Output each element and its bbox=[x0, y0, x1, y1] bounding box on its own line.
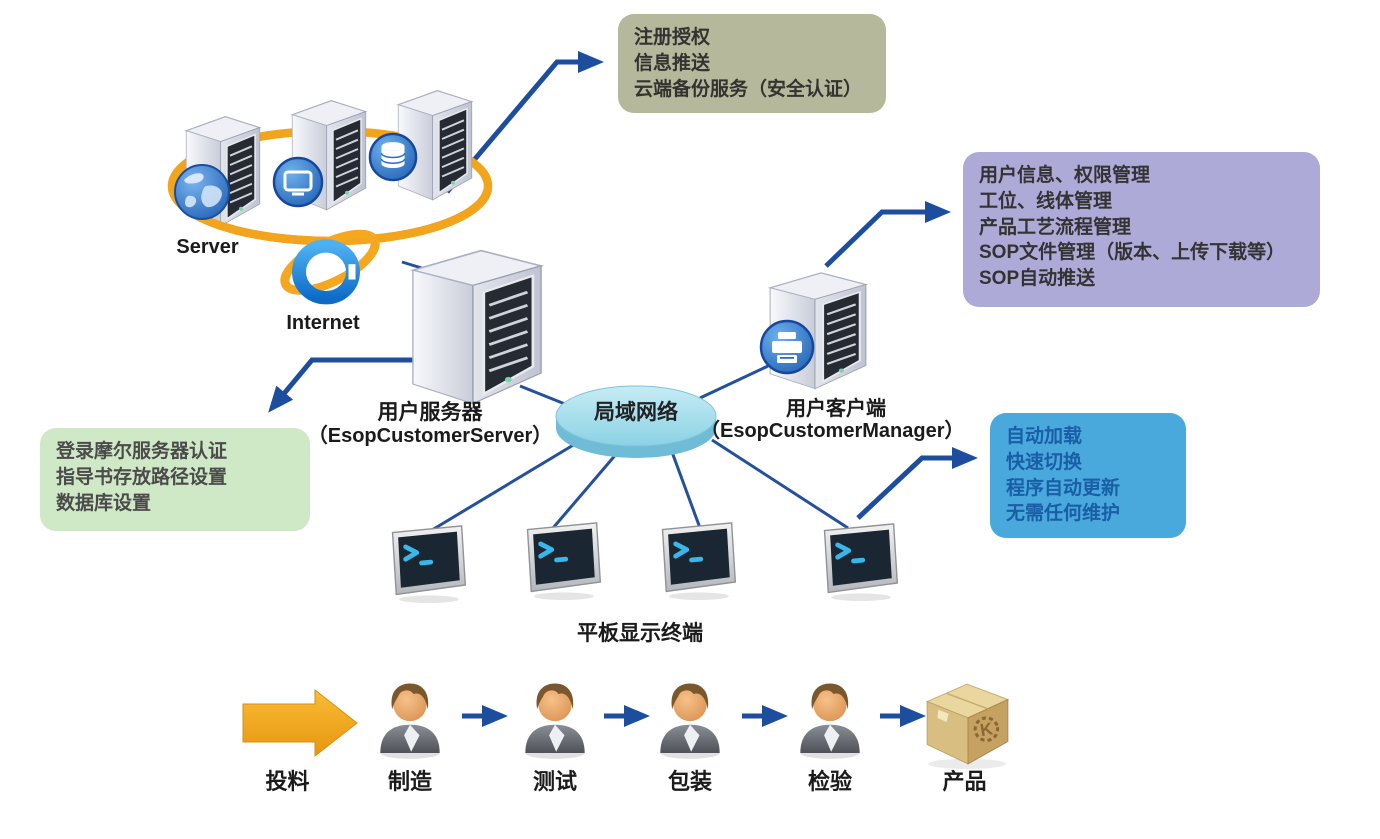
package-icon bbox=[925, 682, 1010, 770]
flow-step-label: 制造 bbox=[387, 769, 432, 794]
callout-server-settings: 登录摩尔服务器认证 指导书存放路径设置 数据库设置 bbox=[40, 428, 310, 531]
terminal-monitor-icon bbox=[386, 524, 470, 604]
user-client-subtitle: （EsopCustomerManager） bbox=[700, 420, 965, 442]
feed-arrow-icon bbox=[242, 688, 358, 758]
lan-label: 局域网络 bbox=[594, 401, 678, 424]
main-arrows bbox=[268, 51, 978, 520]
callout-line: 登录摩尔服务器认证 bbox=[56, 441, 228, 462]
callout-line: 注册授权 bbox=[634, 27, 711, 48]
worker-icon bbox=[380, 683, 440, 759]
callout-line: 信息推送 bbox=[634, 52, 711, 74]
user-server-subtitle: （EsopCustomerServer） bbox=[307, 425, 553, 447]
user-server-title: 用户服务器 bbox=[377, 401, 483, 424]
callout-line: 无需任何维护 bbox=[1006, 503, 1121, 525]
callout-line: 程序自动更新 bbox=[1006, 477, 1121, 499]
worker-icon bbox=[660, 683, 720, 759]
callout-line: 云端备份服务（安全认证） bbox=[634, 78, 863, 100]
callout-line: 产品工艺流程管理 bbox=[979, 216, 1132, 238]
callout-line: 用户信息、权限管理 bbox=[979, 165, 1151, 186]
callout-line: 数据库设置 bbox=[56, 492, 152, 514]
callout-line: SOP文件管理（版本、上传下载等） bbox=[979, 242, 1286, 264]
internet-label: Internet bbox=[286, 312, 360, 334]
callout-line: 快速切换 bbox=[1006, 451, 1083, 473]
terminal-monitor-icon bbox=[521, 521, 605, 601]
worker-icon bbox=[525, 683, 585, 759]
flow-step-label: 产品 bbox=[942, 769, 987, 794]
terminal-monitor-icon bbox=[656, 521, 740, 601]
callout-cloud-services: 注册授权 信息推送 云端备份服务（安全认证） bbox=[618, 14, 886, 114]
worker-icon bbox=[800, 683, 860, 759]
callout-line: 工位、线体管理 bbox=[979, 190, 1113, 212]
monitor-badge-icon bbox=[272, 156, 324, 208]
user-client-title: 用户客户端 bbox=[786, 398, 886, 420]
server-cluster-label: Server bbox=[176, 236, 239, 258]
printer-badge-icon bbox=[759, 319, 815, 375]
callout-management-features: 用户信息、权限管理 工位、线体管理 产品工艺流程管理 SOP文件管理（版本、上传… bbox=[963, 152, 1320, 307]
callout-line: SOP自动推送 bbox=[979, 268, 1096, 290]
terminal-monitor-icon bbox=[818, 522, 902, 602]
callout-line: 自动加载 bbox=[1006, 426, 1083, 447]
callout-client-features: 自动加载 快速切换 程序自动更新 无需任何维护 bbox=[990, 413, 1186, 539]
globe-icon bbox=[174, 164, 230, 220]
flow-step-label: 包装 bbox=[667, 769, 712, 794]
internet-explorer-icon bbox=[272, 222, 384, 314]
lan-disc-icon bbox=[555, 385, 717, 458]
database-badge-icon bbox=[368, 132, 418, 182]
flow-step-label: 检验 bbox=[807, 769, 852, 794]
flow-step-label: 测试 bbox=[532, 769, 577, 794]
flow-step-label: 投料 bbox=[265, 769, 310, 794]
user-server-tower-icon bbox=[411, 248, 543, 406]
callout-line: 指导书存放路径设置 bbox=[56, 466, 228, 488]
terminals-label: 平板显示终端 bbox=[577, 622, 703, 645]
